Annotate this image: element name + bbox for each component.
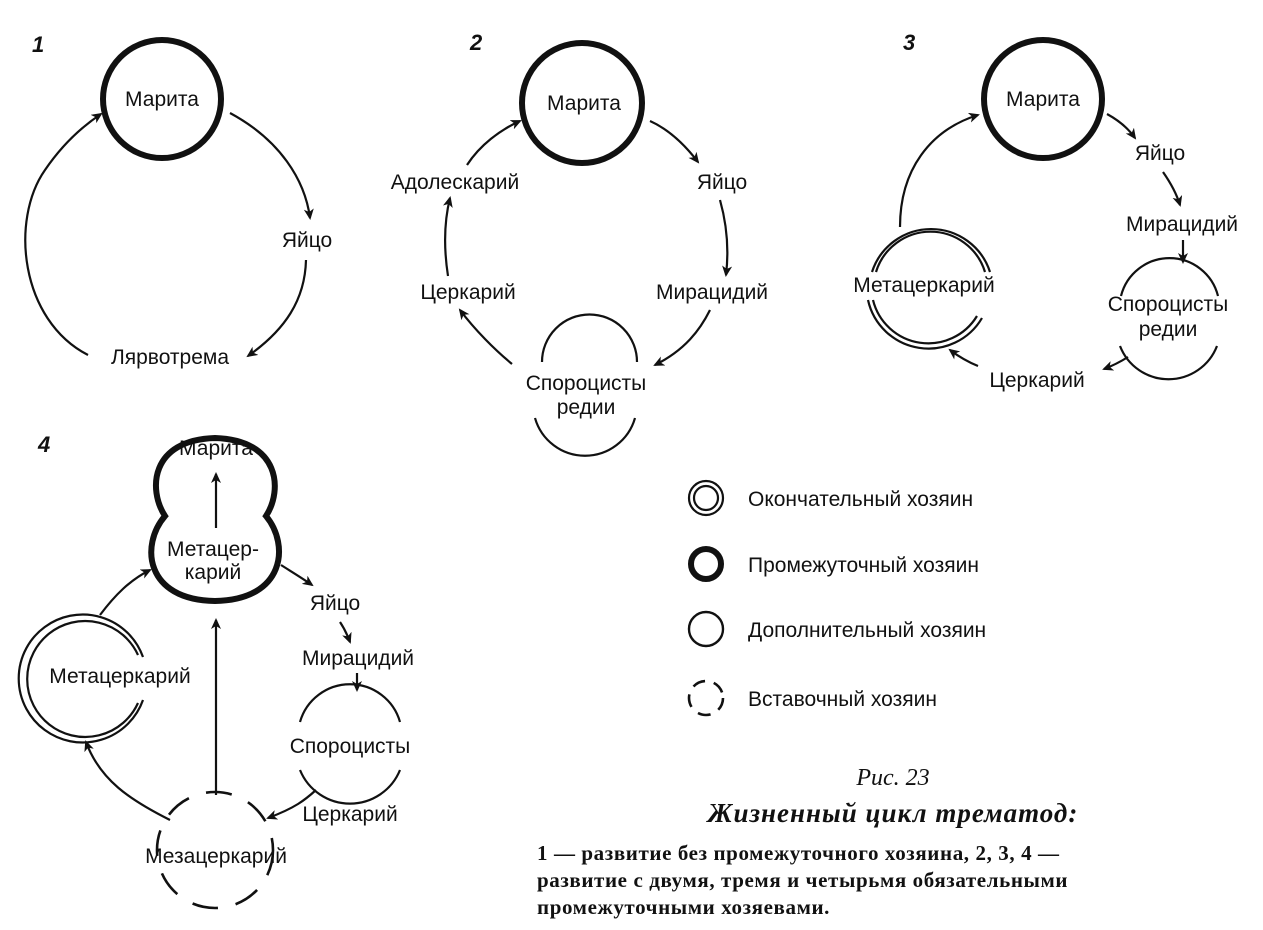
marita-host-circle (100, 37, 224, 161)
definitive-host-double-circle (866, 227, 992, 350)
node-marita: Марита (125, 88, 199, 111)
node-miracidium: Мирацидий (656, 281, 768, 304)
legend-label: Дополнительный хозяин (748, 619, 986, 642)
legend-label: Вставочный хозяин (748, 688, 937, 711)
additional-host-arc-top (1119, 257, 1220, 297)
node-metacercaria-top-line2: карий (185, 561, 241, 584)
node-egg: Яйцо (282, 229, 332, 252)
node-marita: Марита (547, 92, 621, 115)
diagram-3: 3 Марита Яйцо Мирацидий Спороцисты редии… (853, 30, 1238, 392)
arrow-sporocysts-to-cercaria (458, 308, 513, 365)
arrow-marita-to-egg (649, 119, 700, 164)
node-miracidium: Мирацидий (302, 647, 414, 670)
diagram-2: 2 Марита Яйцо Мирацидий Спороцисты редии… (391, 30, 768, 457)
thick-circle-icon (688, 546, 724, 582)
diagram-number-3: 3 (903, 30, 915, 55)
arrow-egg-to-miracidium (718, 199, 733, 277)
arrow-metacercaria-to-marita (898, 112, 980, 228)
diagram-number-1: 1 (32, 32, 44, 57)
dashed-circle-icon (687, 679, 725, 717)
marita-host-circle (519, 40, 645, 166)
arrow-egg-to-miracidium (1162, 171, 1183, 207)
diagram-number-2: 2 (469, 30, 483, 55)
legend-label: Окончательный хозяин (748, 488, 973, 511)
intermediate-host-figure8 (148, 434, 282, 605)
figure-number: Рис. 23 (855, 765, 929, 791)
node-marita: Марита (179, 437, 253, 460)
caption-line-2: развитие с двумя, тремя и четырьмя обяза… (537, 868, 1068, 892)
double-circle-icon (687, 479, 725, 517)
arrow-cercaria-to-adolescaria (442, 196, 453, 277)
node-metacercaria: Метацеркарий (853, 274, 994, 297)
arrow-miracidium-to-sporocysts (653, 309, 711, 366)
figure-caption: Рис. 23 Жизненный цикл трематод: 1 — раз… (537, 765, 1079, 919)
arrow-larvotrema-to-marita (24, 112, 103, 356)
arrow-adolescaria-to-marita (466, 119, 522, 166)
node-marita: Марита (1006, 88, 1080, 111)
legend: Окончательный хозяин Промежуточный хозяи… (687, 479, 986, 717)
marita-host-circle (981, 37, 1105, 161)
additional-host-arc-bottom (298, 769, 402, 805)
legend-item-intermediate-host: Промежуточный хозяин (688, 546, 979, 582)
diagram-number-4: 4 (37, 432, 50, 457)
arrow-egg-to-miracidium (339, 621, 352, 644)
arrow-sporocysts-to-cercaria (1102, 356, 1129, 371)
arrow-metacercaria-left-to-top (99, 569, 152, 616)
node-egg: Яйцо (310, 592, 360, 615)
node-cercaria: Церкарий (302, 803, 397, 826)
node-sporocysts: Спороцисты (1108, 293, 1229, 316)
caption-line-1: 1 — развитие без промежуточного хозяина,… (537, 841, 1060, 865)
node-miracidium: Мирацидий (1126, 213, 1238, 236)
node-egg: Яйцо (697, 171, 747, 194)
node-sporocysts: Спороцисты (526, 372, 647, 395)
node-metacercaria-top-line1: Метацер- (167, 538, 259, 561)
node-rediae: редии (557, 396, 616, 419)
node-metacercaria-left: Метацеркарий (49, 665, 190, 688)
node-cercaria: Церкарий (989, 369, 1084, 392)
legend-label: Промежуточный хозяин (748, 554, 979, 577)
arrow-metacercaria-to-egg (280, 564, 314, 587)
arrow-marita-to-egg (229, 112, 314, 220)
node-cercaria: Церкарий (420, 281, 515, 304)
diagram-1: 1 Марита Яйцо Лярвотрема (24, 32, 332, 369)
definitive-host-double-circle (17, 613, 145, 744)
legend-item-definitive-host: Окончательный хозяин (687, 479, 973, 517)
node-rediae: редии (1139, 318, 1198, 341)
caption-line-3: промежуточными хозяевами. (537, 895, 830, 919)
legend-item-paratenic-host: Вставочный хозяин (687, 679, 937, 717)
legend-item-additional-host: Дополнительный хозяин (687, 610, 986, 648)
node-adolescaria: Адолескарий (391, 171, 519, 194)
arrow-mesocercaria-to-metacercaria-left (84, 740, 171, 821)
arrow-cercaria-to-metacercaria (948, 348, 979, 368)
additional-host-arc-top (540, 313, 639, 363)
double-circle-inner-icon (692, 484, 720, 512)
arrow-sporocysts-to-mesocercaria (266, 789, 317, 820)
node-larvotrema: Лярвотрема (111, 346, 229, 369)
node-mesocercaria: Мезацеркарий (145, 845, 287, 868)
additional-host-arc-bottom (1118, 345, 1219, 381)
node-egg: Яйцо (1135, 142, 1185, 165)
arrow-marita-to-egg (1106, 113, 1137, 140)
figure-title: Жизненный цикл трематод: (706, 798, 1079, 828)
additional-host-arc-bottom (533, 417, 637, 457)
node-sporocysts: Спороцисты (290, 735, 411, 758)
diagram-4: 4 Марита Метацер- карий Яйцо Мирацидий С… (17, 432, 414, 910)
arrow-egg-to-larvotrema (246, 259, 308, 358)
additional-host-arc-top (298, 683, 402, 723)
thin-circle-icon (687, 610, 725, 648)
